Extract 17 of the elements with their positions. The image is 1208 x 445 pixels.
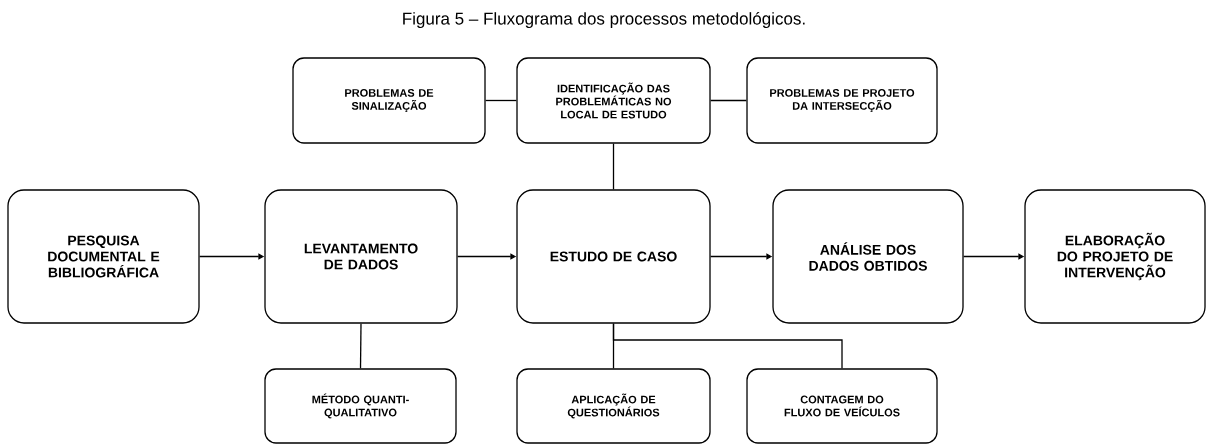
process-box: LEVANTAMENTO DE DADOS xyxy=(264,189,458,324)
process-box: ELABORAÇÃO DO PROJETO DE INTERVENÇÃO xyxy=(1024,189,1206,324)
process-box: ESTUDO DE CASO xyxy=(516,189,711,324)
connector xyxy=(710,99,747,102)
process-box: MÉTODO QUANTI-QUALITATIVO xyxy=(264,368,457,444)
process-box: PROBLEMAS DE PROJETO DA INTERSECÇÃO xyxy=(746,57,938,144)
connector xyxy=(612,143,615,190)
connector xyxy=(612,323,843,369)
process-box: IDENTIFICAÇÃO DAS PROBLEMÁTICAS NO LOCAL DE ESTUDO xyxy=(516,57,711,144)
figure-title: Figura 5 – Fluxograma dos processos metodológicos. xyxy=(403,12,805,28)
connector xyxy=(359,323,362,369)
connector xyxy=(485,99,517,102)
process-box: ANÁLISE DOS DADOS OBTIDOS xyxy=(772,189,964,324)
process-box: PROBLEMAS DE SINALIZAÇÃO xyxy=(292,57,486,144)
process-box: APLICAÇÃO DE QUESTIONÁRIOS xyxy=(516,368,711,444)
process-box: CONTAGEM DO FLUXO DE VEÍCULOS xyxy=(746,368,938,444)
process-box: PESQUISA DOCUMENTAL E BIBLIOGRÁFICA xyxy=(7,189,200,324)
